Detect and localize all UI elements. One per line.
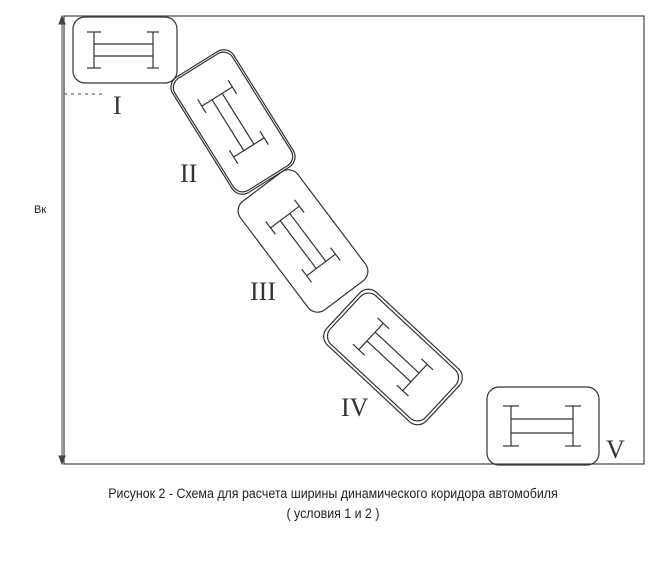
vehicle-position-5 — [486, 386, 600, 466]
vehicle-position-1 — [72, 16, 178, 84]
vehicle-position-3 — [237, 169, 369, 313]
position-label-1: I — [113, 91, 122, 120]
corridor-frame — [63, 15, 645, 465]
position-label-4: IV — [341, 393, 369, 422]
figure-caption: Рисунок 2 - Схема для расчета ширины дин… — [108, 486, 558, 501]
width-dimension — [58, 14, 102, 466]
width-label: Вк — [34, 204, 46, 216]
vehicle-position-2 — [170, 49, 296, 195]
vehicle-position-4 — [323, 288, 463, 426]
position-label-5: V — [606, 435, 625, 464]
position-label-3: III — [250, 277, 276, 306]
position-label-2: II — [180, 159, 197, 188]
figure-caption-conditions: ( условия 1 и 2 ) — [286, 506, 380, 521]
